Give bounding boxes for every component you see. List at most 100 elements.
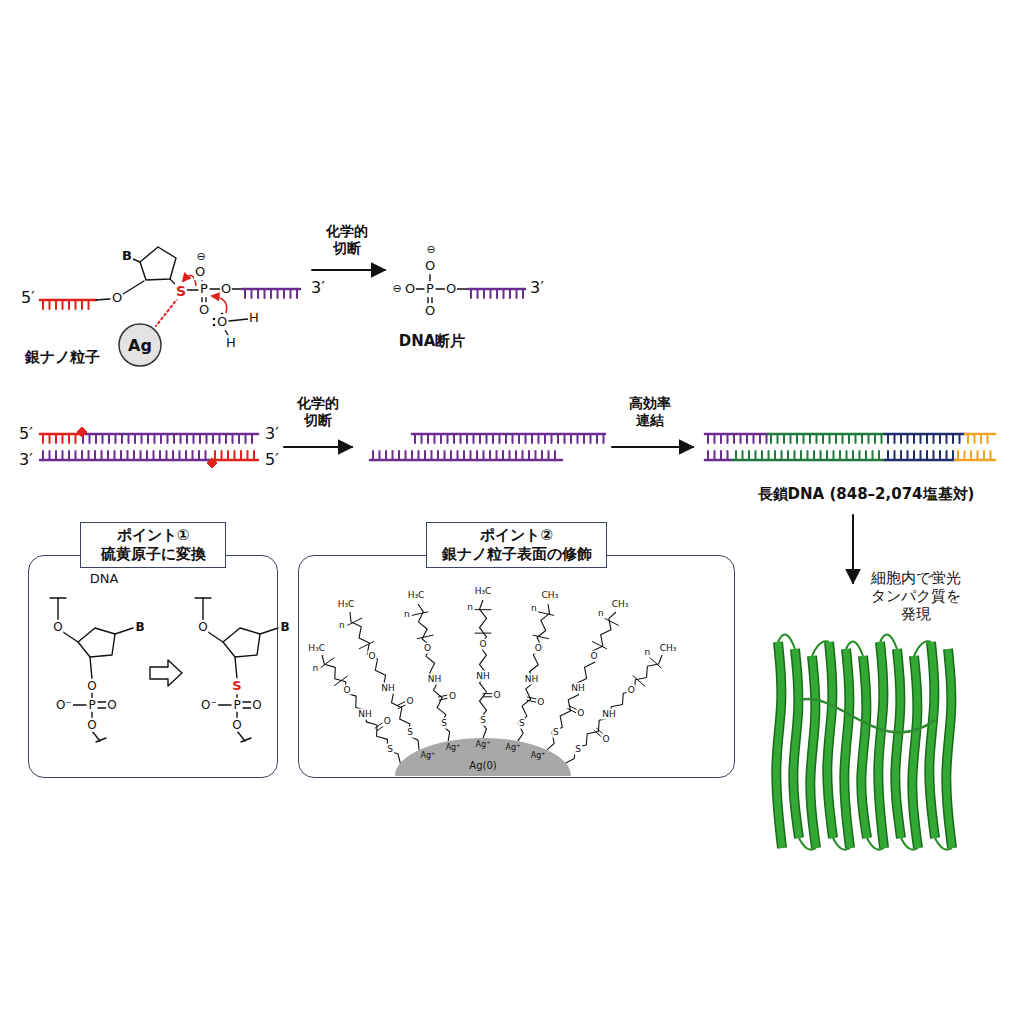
dna-base-tick bbox=[253, 451, 255, 460]
atom-label: O bbox=[383, 716, 392, 727]
dna-base-tick bbox=[490, 289, 492, 298]
bond-line bbox=[202, 598, 203, 620]
dna-base-tick bbox=[813, 451, 815, 460]
dna-base-tick bbox=[102, 434, 104, 443]
atom-label: O bbox=[448, 690, 457, 701]
dna-base-tick bbox=[460, 434, 462, 443]
dna-base-tick bbox=[920, 434, 922, 443]
dna-base-tick bbox=[127, 451, 129, 460]
atom-label: ⊖ bbox=[195, 250, 206, 263]
atom-label: n bbox=[338, 619, 346, 630]
repeat-bracket bbox=[538, 612, 554, 615]
bond-line bbox=[63, 632, 78, 642]
dna-base-tick bbox=[121, 434, 123, 443]
annotation-label: 化学的 切断 bbox=[321, 223, 373, 257]
dna-base-tick bbox=[977, 451, 979, 460]
dna-base-tick bbox=[489, 451, 491, 460]
dna-base-tick bbox=[180, 434, 182, 443]
dna-base-tick bbox=[55, 434, 57, 443]
beta-strand-edge bbox=[844, 649, 850, 848]
dna-base-tick bbox=[172, 451, 174, 460]
atom-label: S bbox=[440, 718, 448, 729]
dna-base-tick bbox=[796, 434, 798, 443]
dna-strand bbox=[40, 433, 80, 436]
bond-line bbox=[232, 288, 242, 289]
dna-base-tick bbox=[794, 451, 796, 460]
dna-base-tick bbox=[385, 451, 387, 460]
dna-base-tick bbox=[596, 434, 598, 443]
bond-line bbox=[210, 288, 220, 289]
dna-base-tick bbox=[733, 434, 735, 443]
repeat-bracket bbox=[649, 657, 661, 668]
dna-base-tick bbox=[437, 451, 439, 460]
dna-base-tick bbox=[766, 434, 768, 443]
dna-base-tick bbox=[81, 451, 83, 460]
dna-base-tick bbox=[499, 434, 501, 443]
dna-base-tick bbox=[444, 451, 446, 460]
dna-base-tick bbox=[803, 434, 805, 443]
dna-base-tick bbox=[516, 289, 518, 298]
atom-label: CH₃ bbox=[659, 643, 678, 654]
bond-line bbox=[235, 657, 237, 679]
dna-base-tick bbox=[88, 300, 90, 309]
dna-base-tick bbox=[251, 434, 253, 443]
atom-label: 5′ bbox=[18, 424, 34, 443]
reaction-arrow bbox=[284, 446, 352, 448]
atom-label: n bbox=[312, 663, 320, 674]
dna-base-tick bbox=[727, 451, 729, 460]
dna-base-tick bbox=[577, 434, 579, 443]
dna-base-tick bbox=[185, 451, 187, 460]
dna-base-tick bbox=[193, 434, 195, 443]
beta-strand-edge bbox=[912, 656, 918, 848]
protein-loop bbox=[880, 634, 897, 649]
atom-label: NH bbox=[524, 674, 540, 685]
annotation-label: 銀ナノ粒子 bbox=[24, 348, 101, 366]
atom-label: n bbox=[466, 601, 474, 612]
repeat-bracket bbox=[417, 635, 433, 638]
dna-base-tick bbox=[933, 451, 935, 460]
atom-label: O bbox=[424, 303, 436, 319]
dna-base-tick bbox=[483, 289, 485, 298]
atom-label: H₃C bbox=[474, 586, 493, 597]
atom-label: O bbox=[251, 698, 262, 712]
atom-label: Ag⁺ bbox=[530, 751, 547, 761]
dna-base-tick bbox=[980, 434, 982, 443]
beta-strand bbox=[912, 656, 918, 848]
dna-base-tick bbox=[68, 300, 70, 309]
dna-base-tick bbox=[894, 434, 896, 443]
dna-base-tick bbox=[833, 451, 835, 460]
atom-label: P bbox=[232, 698, 241, 712]
dna-base-tick bbox=[392, 451, 394, 460]
dna-base-tick bbox=[878, 451, 880, 460]
atom-label: S bbox=[386, 744, 394, 755]
beta-strand bbox=[810, 656, 816, 848]
dna-base-tick bbox=[447, 434, 449, 443]
repeat-bracket bbox=[604, 618, 618, 625]
dna-base-tick bbox=[108, 434, 110, 443]
atom-label: 3′ bbox=[18, 450, 34, 469]
central-helix bbox=[800, 699, 935, 732]
bond-line bbox=[92, 731, 100, 741]
atom-label: O bbox=[536, 696, 545, 707]
reaction-arrow bbox=[612, 446, 693, 448]
dna-base-tick bbox=[907, 451, 909, 460]
atom-label: S bbox=[406, 727, 414, 738]
dna-base-tick bbox=[926, 451, 928, 460]
atom-label: 5′ bbox=[20, 288, 36, 307]
dna-base-tick bbox=[234, 451, 236, 460]
carbonyl-bond bbox=[438, 695, 447, 697]
atom-label: O bbox=[194, 264, 206, 280]
dna-base-tick bbox=[101, 451, 103, 460]
dna-base-tick bbox=[483, 451, 485, 460]
atom-label: O bbox=[231, 718, 242, 732]
peg-chain bbox=[480, 600, 487, 738]
bond-line bbox=[133, 259, 140, 262]
peg-chain bbox=[350, 612, 419, 750]
silver-sulfur-interaction bbox=[156, 298, 178, 326]
bond-line bbox=[218, 704, 231, 705]
dna-base-tick bbox=[783, 434, 785, 443]
dna-base-tick bbox=[62, 451, 64, 460]
atom-label: NH bbox=[475, 670, 491, 681]
beta-strand bbox=[878, 642, 884, 848]
beta-strand-edge bbox=[878, 642, 884, 848]
